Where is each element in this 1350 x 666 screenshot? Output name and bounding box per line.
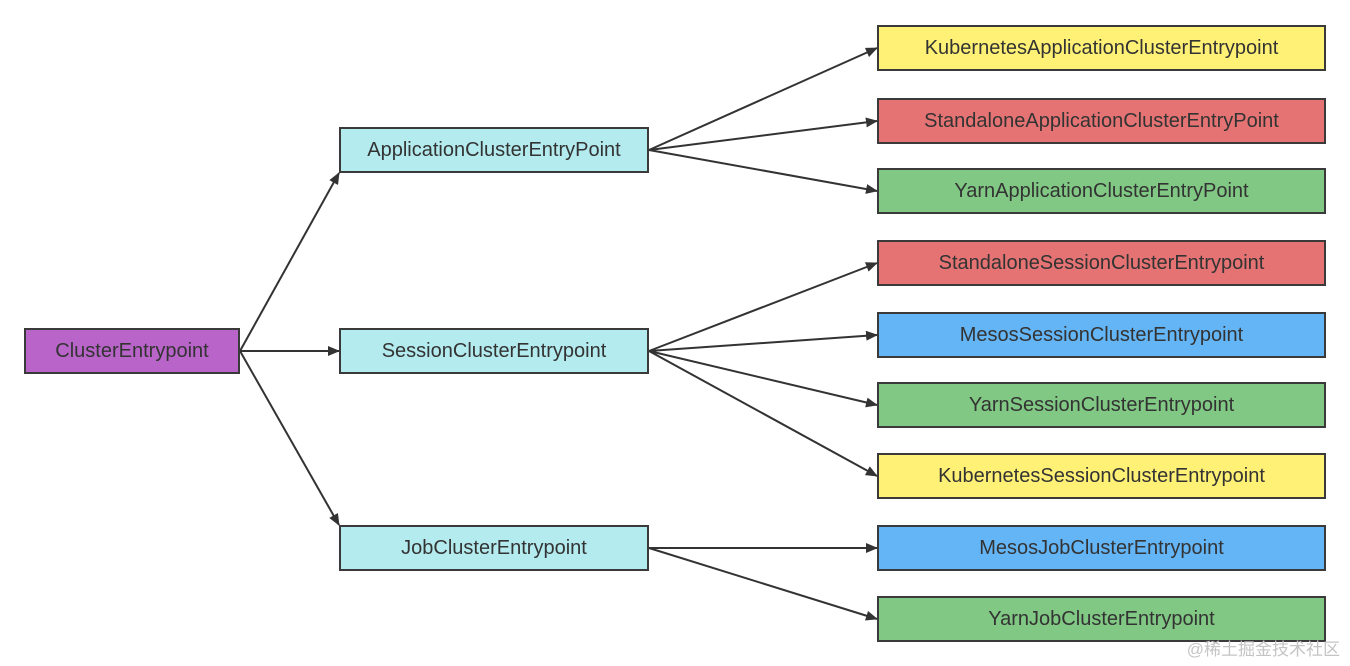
- node-mesos-session[interactable]: MesosSessionClusterEntrypoint: [877, 312, 1326, 358]
- edge-application-to-leaf-0: [648, 47, 878, 151]
- edge-job-to-leaf-8: [648, 547, 878, 621]
- node-application-cluster-entrypoint[interactable]: ApplicationClusterEntryPoint: [339, 127, 649, 173]
- watermark: @稀土掘金技术社区: [1186, 640, 1340, 659]
- node-kubernetes-session[interactable]: KubernetesSessionClusterEntrypoint: [877, 453, 1326, 499]
- node-session-cluster-entrypoint[interactable]: SessionClusterEntrypoint: [339, 328, 649, 374]
- node-job-cluster-entrypoint[interactable]: JobClusterEntrypoint: [339, 525, 649, 571]
- node-standalone-application[interactable]: StandaloneApplicationClusterEntryPoint: [877, 98, 1326, 144]
- edge-application-to-leaf-2: [648, 149, 878, 194]
- edge-session-to-leaf-3: [648, 262, 878, 352]
- node-yarn-application[interactable]: YarnApplicationClusterEntryPoint: [877, 168, 1326, 214]
- edge-session-to-leaf-5: [648, 350, 878, 408]
- node-mesos-job[interactable]: MesosJobClusterEntrypoint: [877, 525, 1326, 571]
- edge-session-to-leaf-6: [648, 350, 878, 477]
- node-yarn-job[interactable]: YarnJobClusterEntrypoint: [877, 596, 1326, 642]
- node-standalone-session[interactable]: StandaloneSessionClusterEntrypoint: [877, 240, 1326, 286]
- node-kubernetes-application[interactable]: KubernetesApplicationClusterEntrypoint: [877, 25, 1326, 71]
- edge-session-to-leaf-4: [648, 330, 878, 352]
- node-root[interactable]: ClusterEntrypoint: [24, 328, 240, 374]
- edge-root-to-job: [239, 350, 340, 526]
- edge-application-to-leaf-1: [648, 117, 878, 151]
- node-yarn-session[interactable]: YarnSessionClusterEntrypoint: [877, 382, 1326, 428]
- edge-root-to-application: [239, 172, 340, 352]
